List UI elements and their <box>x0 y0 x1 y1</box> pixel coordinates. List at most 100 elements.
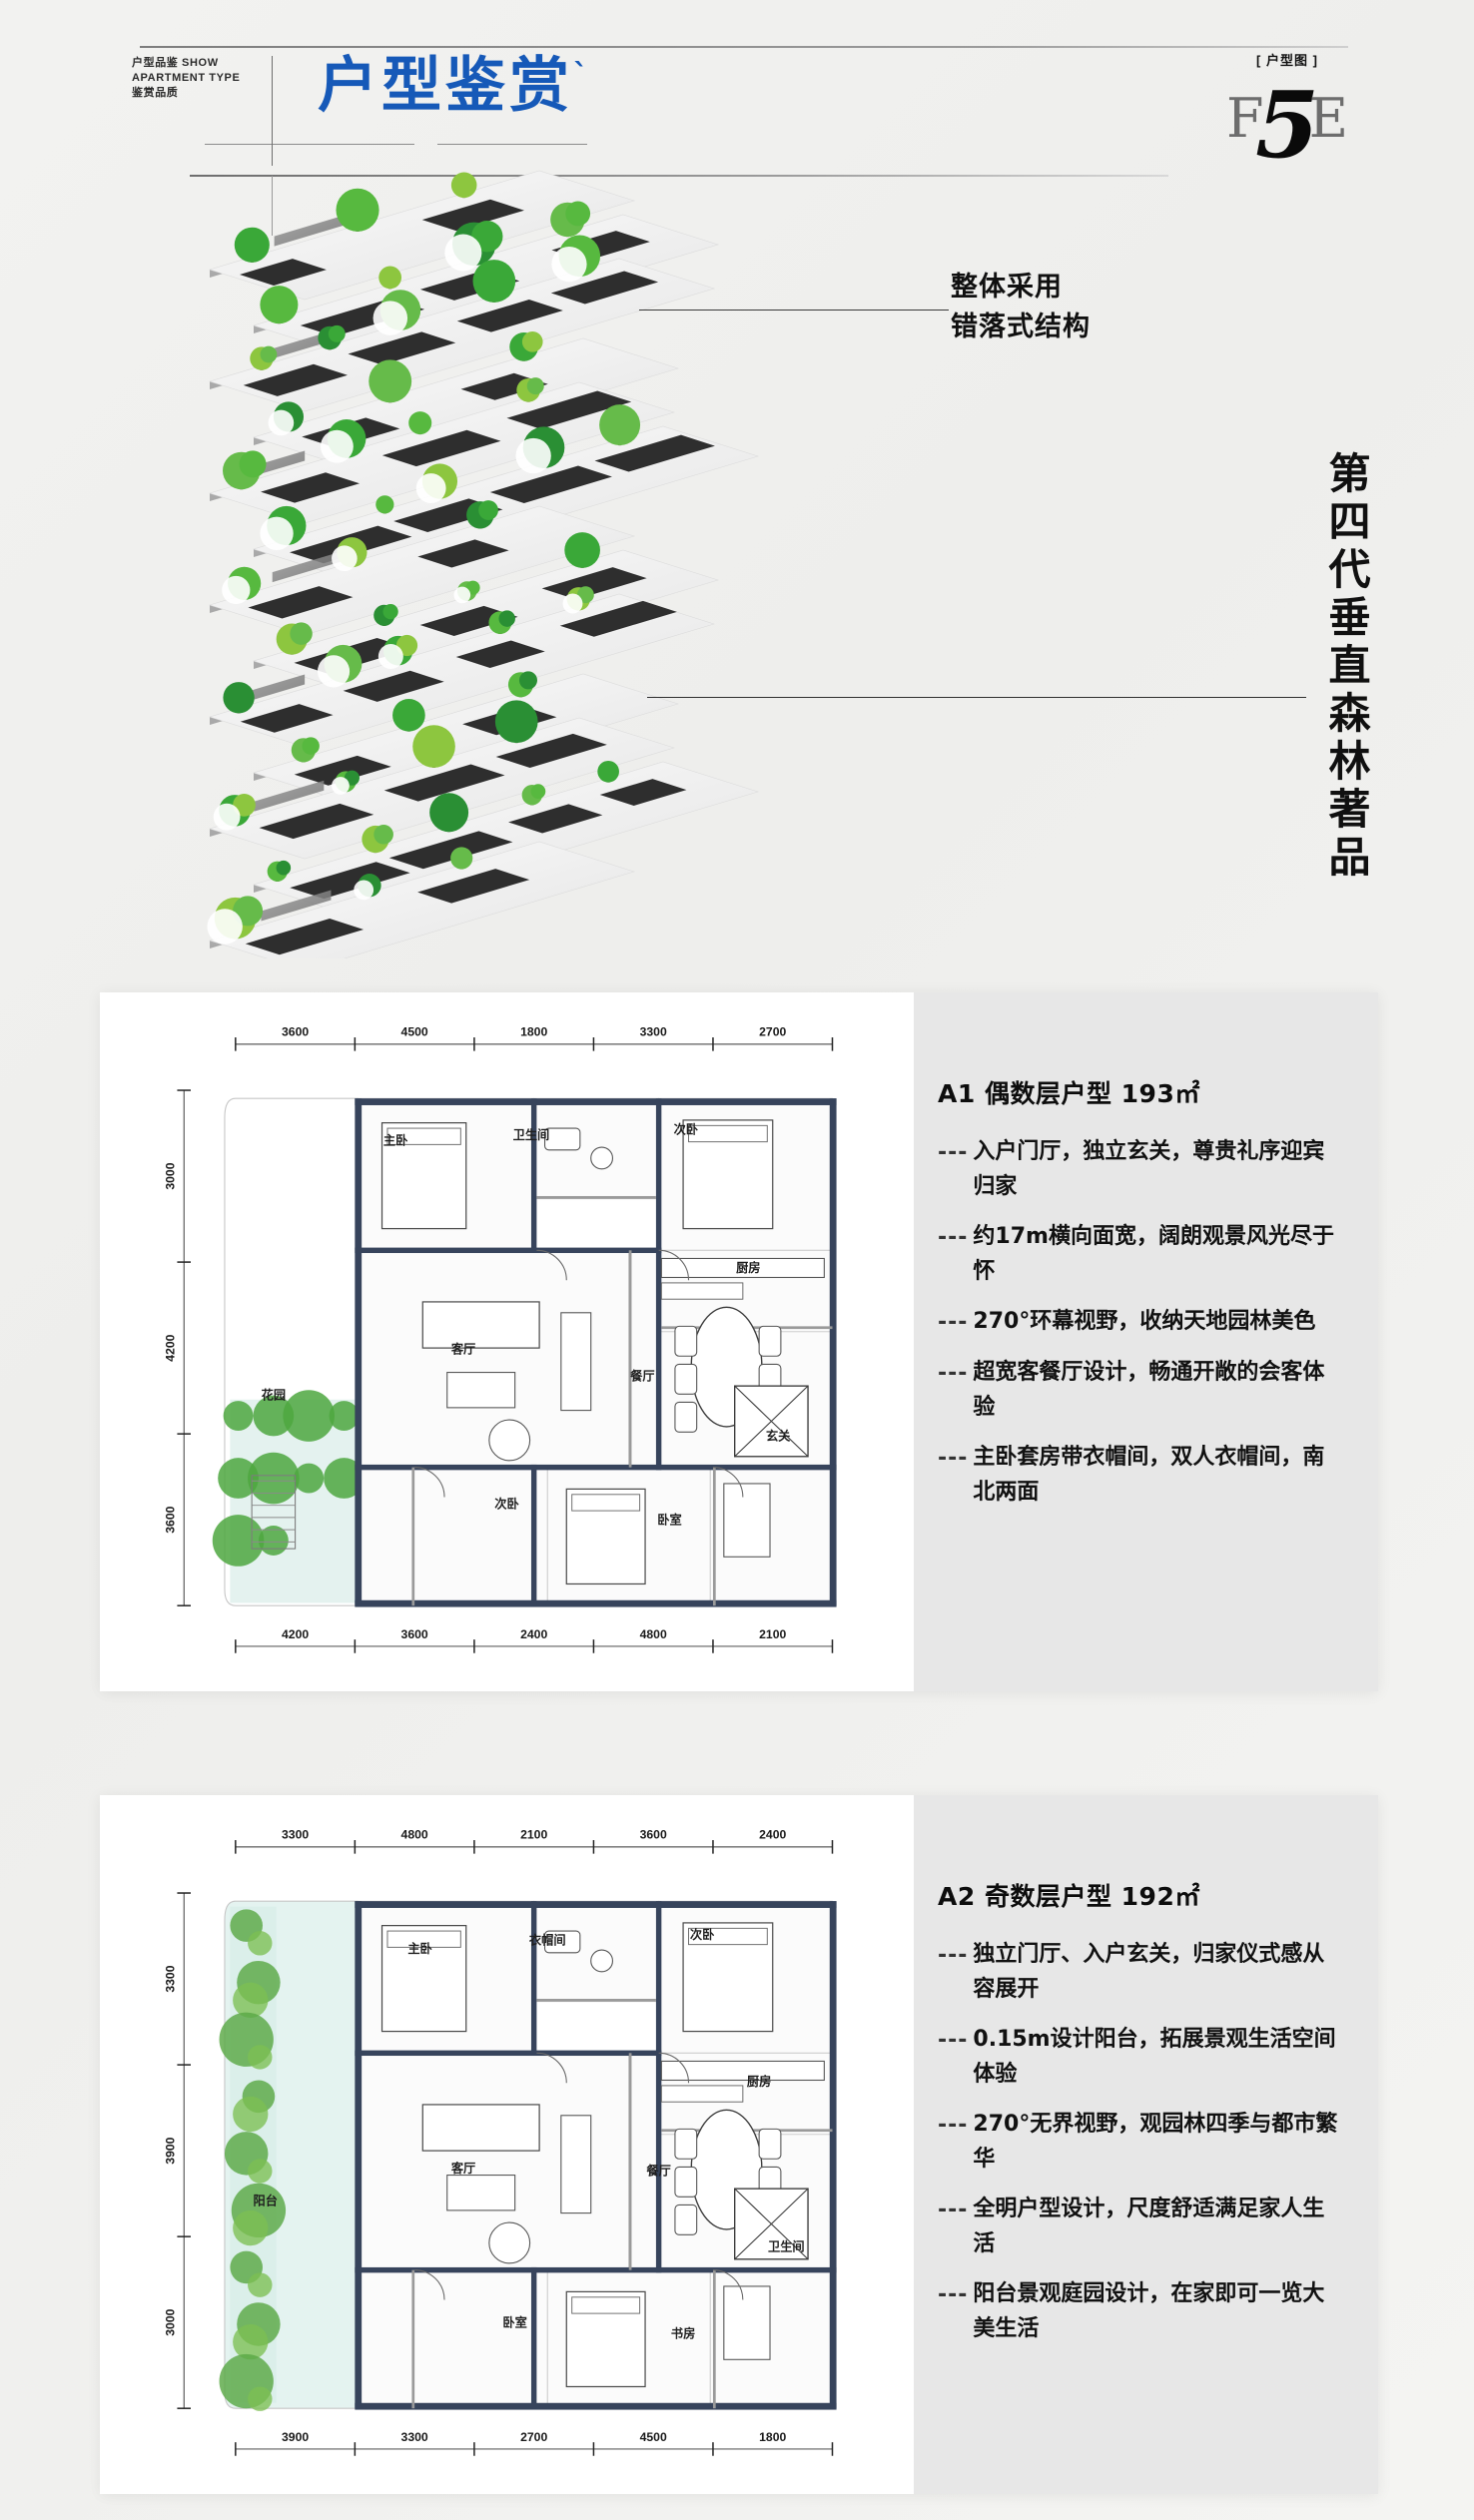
svg-text:3900: 3900 <box>282 2430 309 2444</box>
svg-text:主卧: 主卧 <box>383 1132 408 1147</box>
bullet-dash: --- <box>938 2113 969 2138</box>
svg-text:3000: 3000 <box>164 1162 178 1189</box>
svg-text:2400: 2400 <box>759 1828 786 1842</box>
svg-text:3900: 3900 <box>164 2137 178 2164</box>
svg-text:3300: 3300 <box>164 1965 178 1992</box>
svg-text:2400: 2400 <box>520 1627 547 1641</box>
header-rule-mid-left <box>205 144 414 145</box>
render-leader-line-2 <box>647 697 1306 698</box>
bullet-dash: --- <box>938 2282 969 2307</box>
bullet-text: 超宽客餐厅设计，畅通开敞的会客体验 <box>973 1360 1325 1420</box>
page-title-tick: ` <box>573 58 592 93</box>
svg-text:2100: 2100 <box>520 1828 547 1842</box>
header-vertical-rule-lower <box>272 176 273 236</box>
svg-text:阳台: 阳台 <box>253 2193 277 2207</box>
svg-text:4500: 4500 <box>401 1025 428 1039</box>
svg-text:次卧: 次卧 <box>674 1121 699 1136</box>
svg-text:2700: 2700 <box>520 2430 547 2444</box>
svg-text:2100: 2100 <box>759 1627 786 1641</box>
header-rule-mid-right <box>437 144 587 145</box>
bullet-text: 270°环幕视野，收纳天地园林美色 <box>973 1309 1316 1334</box>
bullet-text: 全明户型设计，尺度舒适满足家人生活 <box>973 2197 1325 2256</box>
bullet-text: 独立门厅、入户玄关，归家仪式感从容展开 <box>973 1942 1325 2002</box>
svg-text:客厅: 客厅 <box>450 1342 475 1357</box>
plan-bullet: ---约17m横向面宽，阔朗观景风光尽于怀 <box>938 1219 1344 1289</box>
svg-text:1800: 1800 <box>520 1025 547 1039</box>
svg-text:3600: 3600 <box>282 1025 309 1039</box>
bullet-dash: --- <box>938 1446 969 1471</box>
svg-text:3600: 3600 <box>640 1828 667 1842</box>
corner-glyph-f: F <box>1226 87 1264 150</box>
page-title-text: 户型鉴赏 <box>318 51 573 121</box>
page-title: 户型鉴赏` <box>318 42 592 120</box>
svg-text:厨房: 厨房 <box>736 1260 760 1275</box>
svg-text:餐厅: 餐厅 <box>629 1369 654 1384</box>
svg-text:厨房: 厨房 <box>747 2074 771 2089</box>
plan-bullet: ---0.15m设计阳台，拓展景观生活空间体验 <box>938 2022 1344 2092</box>
svg-text:3300: 3300 <box>640 1025 667 1039</box>
svg-text:次卧: 次卧 <box>494 1496 519 1511</box>
svg-text:卧室: 卧室 <box>502 2315 526 2330</box>
header-micro-line-3: 鉴赏品质 <box>132 87 179 99</box>
svg-text:3600: 3600 <box>401 1627 428 1641</box>
svg-text:次卧: 次卧 <box>690 1927 715 1942</box>
header-vertical-rule <box>272 56 273 166</box>
corner-glyph-digit: 5 <box>1254 71 1320 179</box>
bullet-dash: --- <box>938 1943 969 1968</box>
header-micro-line-2: APARTMENT TYPE <box>132 72 241 84</box>
svg-text:1800: 1800 <box>759 2430 786 2444</box>
bullet-dash: --- <box>938 1225 969 1250</box>
svg-text:卫生间: 卫生间 <box>513 1127 550 1142</box>
isometric-building-render <box>170 170 869 958</box>
corner-glyph-e: E <box>1308 87 1348 150</box>
bullet-dash: --- <box>938 1361 969 1386</box>
svg-text:4200: 4200 <box>164 1334 178 1361</box>
vertical-tagline: 第四代垂直森林著品 <box>1322 451 1371 883</box>
svg-text:花园: 花园 <box>262 1388 286 1403</box>
plan-info-a2: A2 奇数层户型 192㎡ ---独立门厅、入户玄关，归家仪式感从容展开 ---… <box>914 1795 1378 2494</box>
corner-mark: [ 户型图 ] F 5 E <box>1212 50 1362 179</box>
svg-text:3600: 3600 <box>164 1506 178 1533</box>
svg-text:衣帽间: 衣帽间 <box>529 1933 566 1948</box>
bullet-text: 0.15m设计阳台，拓展景观生活空间体验 <box>973 2027 1336 2087</box>
bullet-text: 阳台景观庭园设计，在家即可一览大美生活 <box>973 2281 1325 2341</box>
header-rule-long <box>190 175 1168 177</box>
bullet-text: 入户门厅，独立玄关，尊贵礼序迎宾归家 <box>973 1139 1325 1199</box>
plan-title-a2: A2 奇数层户型 192㎡ <box>938 1882 1200 1911</box>
bullet-dash: --- <box>938 2198 969 2222</box>
render-annotation-line-1: 整体采用 <box>951 272 1063 303</box>
plan-bullet: ---270°无界视野，观园林四季与都市繁华 <box>938 2107 1344 2177</box>
plan-bullet: ---主卧套房带衣帽间，双人衣帽间，南北两面 <box>938 1440 1344 1510</box>
plan-bullet: ---入户门厅，独立玄关，尊贵礼序迎宾归家 <box>938 1134 1344 1204</box>
corner-glyph-group: F 5 E <box>1212 71 1362 179</box>
bullet-text: 约17m横向面宽，阔朗观景风光尽于怀 <box>973 1224 1334 1284</box>
bullet-dash: --- <box>938 1140 969 1165</box>
svg-text:客厅: 客厅 <box>450 2161 475 2176</box>
svg-text:4500: 4500 <box>640 2430 667 2444</box>
svg-text:2700: 2700 <box>759 1025 786 1039</box>
svg-text:书房: 书房 <box>671 2326 695 2341</box>
bullet-dash: --- <box>938 2028 969 2053</box>
bullet-dash: --- <box>938 1310 969 1335</box>
bullet-text: 主卧套房带衣帽间，双人衣帽间，南北两面 <box>973 1445 1325 1505</box>
plan-title-a1: A1 偶数层户型 193㎡ <box>938 1079 1200 1108</box>
svg-text:3000: 3000 <box>164 2308 178 2335</box>
plan-bullet: ---超宽客餐厅设计，畅通开敞的会客体验 <box>938 1355 1344 1425</box>
header-micro-text: 户型品鉴 SHOW APARTMENT TYPE 鉴赏品质 <box>132 56 262 101</box>
plan-bullet: ---全明户型设计，尺度舒适满足家人生活 <box>938 2192 1344 2261</box>
corner-bracket-label: [ 户型图 ] <box>1256 53 1318 68</box>
svg-text:玄关: 玄关 <box>766 1428 791 1443</box>
render-annotation-line-2: 错落式结构 <box>951 312 1091 342</box>
plan-bullet: ---独立门厅、入户玄关，归家仪式感从容展开 <box>938 1937 1344 2007</box>
render-annotation: 整体采用 错落式结构 <box>951 268 1180 347</box>
plan-bullet: ---阳台景观庭园设计，在家即可一览大美生活 <box>938 2276 1344 2346</box>
render-leader-line-1 <box>639 310 949 311</box>
svg-text:卧室: 卧室 <box>657 1513 681 1528</box>
header-rule-top <box>140 46 1348 48</box>
svg-text:4200: 4200 <box>282 1627 309 1641</box>
